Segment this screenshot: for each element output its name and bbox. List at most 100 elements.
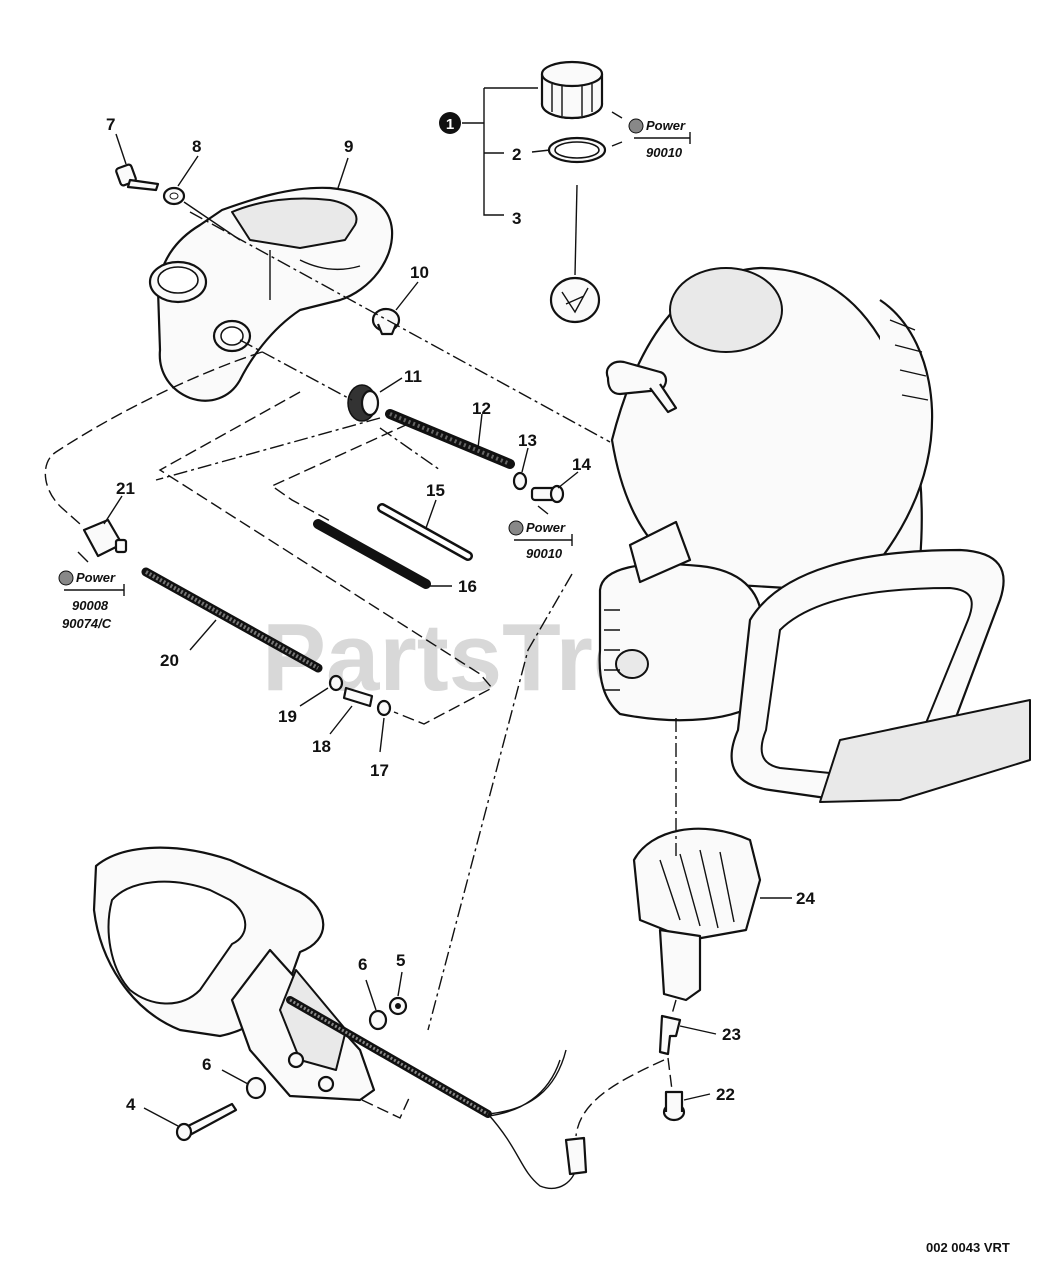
callout-20: 20 xyxy=(160,651,179,670)
fitting-14[interactable] xyxy=(530,484,565,504)
drawing-code: 002 0043 VRT xyxy=(926,1240,1010,1255)
wire-connector[interactable] xyxy=(564,1136,588,1176)
assembly-line-engine-handle xyxy=(427,573,573,1031)
leader-12 xyxy=(477,413,483,449)
callout-3: 3 xyxy=(512,209,521,228)
oring-19[interactable] xyxy=(328,674,344,692)
svg-text:Power: Power xyxy=(76,570,116,585)
callout-9: 9 xyxy=(344,137,353,156)
callout-1: 1 xyxy=(446,116,454,133)
leader-8 xyxy=(183,201,241,241)
sealant-note-primer: Power 90008 90074/C xyxy=(58,551,125,631)
leader-5 xyxy=(397,971,403,997)
screw-7[interactable] xyxy=(115,163,160,192)
screw-22[interactable] xyxy=(662,1090,686,1122)
leader-7 xyxy=(115,133,127,165)
callout-13: 13 xyxy=(518,431,537,450)
assembly-line-filter xyxy=(270,423,409,523)
callout-10: 10 xyxy=(410,263,429,282)
clip-23[interactable] xyxy=(658,1014,682,1056)
washer-6-upper[interactable] xyxy=(368,1009,388,1031)
fuel-line-16[interactable] xyxy=(313,519,431,589)
leader-20 xyxy=(189,619,217,651)
assembly-line-handle-bolt xyxy=(361,1095,411,1119)
callout-8: 8 xyxy=(192,137,201,156)
sealant-note-cap: Power 90010 xyxy=(611,111,691,160)
engine-mount-24[interactable] xyxy=(632,827,762,1002)
fuel-cap[interactable] xyxy=(540,60,604,120)
assembly-line-grommet-engine xyxy=(155,417,441,481)
callout-4: 4 xyxy=(126,1095,136,1114)
callout-22: 22 xyxy=(716,1085,735,1104)
callout-11: 11 xyxy=(404,367,422,386)
leader-4 xyxy=(143,1107,179,1127)
grommet-11[interactable] xyxy=(347,384,380,422)
assembly-line-tank-grommet xyxy=(239,339,353,401)
callout-5: 5 xyxy=(396,951,405,970)
callout-15: 15 xyxy=(426,481,445,500)
assembly-line-mount-clip xyxy=(671,999,677,1015)
callout-12: 12 xyxy=(472,399,491,418)
svg-text:Power: Power xyxy=(646,118,686,133)
leader-6a xyxy=(365,979,377,1011)
svg-text:Power: Power xyxy=(526,520,566,535)
leader-11 xyxy=(379,377,403,393)
leader-9 xyxy=(337,157,349,189)
callout-7: 7 xyxy=(106,115,115,134)
assembly-line-connector xyxy=(575,1059,665,1137)
starter-handle[interactable] xyxy=(605,360,678,414)
leader-21 xyxy=(103,495,123,525)
front-handle[interactable] xyxy=(92,846,376,1102)
leader-10 xyxy=(395,281,419,311)
svg-text:90010: 90010 xyxy=(526,546,563,561)
oring-17[interactable] xyxy=(376,699,392,717)
fuel-tank[interactable] xyxy=(148,186,394,402)
leader-22 xyxy=(683,1093,711,1101)
cap-gasket-ring[interactable] xyxy=(547,136,607,164)
assembly-line-tank-primer xyxy=(44,351,263,525)
svg-text:90010: 90010 xyxy=(646,145,683,160)
callout-16: 16 xyxy=(458,577,477,596)
washer-8[interactable] xyxy=(162,186,186,206)
callout-6b: 6 xyxy=(202,1055,211,1074)
callout-19: 19 xyxy=(278,707,297,726)
leader-23 xyxy=(679,1025,717,1035)
assembly-line-clip-screw xyxy=(667,1057,673,1091)
primer-bulb-21[interactable] xyxy=(82,518,128,558)
throttle-cable[interactable] xyxy=(286,996,492,1118)
leader-13 xyxy=(521,447,529,473)
callout-1-badge xyxy=(439,112,461,134)
svg-text:90074/C: 90074/C xyxy=(62,616,112,631)
leader-17 xyxy=(379,717,385,753)
rear-handle-loop[interactable] xyxy=(730,548,1031,803)
callout-21: 21 xyxy=(116,479,135,498)
wire-harness xyxy=(487,1049,577,1189)
sealant-note-fitting: Power 90010 xyxy=(508,505,573,561)
leader-19 xyxy=(299,687,329,707)
svg-text:90008: 90008 xyxy=(72,598,109,613)
oring-13[interactable] xyxy=(512,471,528,491)
assembly-line-loop xyxy=(158,391,494,725)
nut-5[interactable] xyxy=(388,996,408,1016)
leader-14 xyxy=(557,471,579,489)
leader-18 xyxy=(329,705,353,735)
bolt-4[interactable] xyxy=(175,1102,238,1142)
leader-6b xyxy=(221,1069,249,1085)
washer-6-lower[interactable] xyxy=(245,1076,267,1100)
cap-group-bracket xyxy=(462,87,551,216)
engine-housing[interactable] xyxy=(610,266,934,592)
callout-2: 2 xyxy=(512,145,521,164)
leader-15 xyxy=(425,499,437,529)
grommet-10[interactable] xyxy=(371,307,401,336)
assembly-line-tank-engine xyxy=(189,211,611,443)
callout-14: 14 xyxy=(572,455,591,474)
connector-18[interactable] xyxy=(342,686,374,708)
callout-17: 17 xyxy=(370,761,389,780)
leader-8b xyxy=(177,155,199,187)
callout-24: 24 xyxy=(796,889,815,908)
callout-18: 18 xyxy=(312,737,331,756)
callout-6a: 6 xyxy=(358,955,367,974)
cap-tether[interactable] xyxy=(549,184,601,324)
callout-23: 23 xyxy=(722,1025,741,1044)
